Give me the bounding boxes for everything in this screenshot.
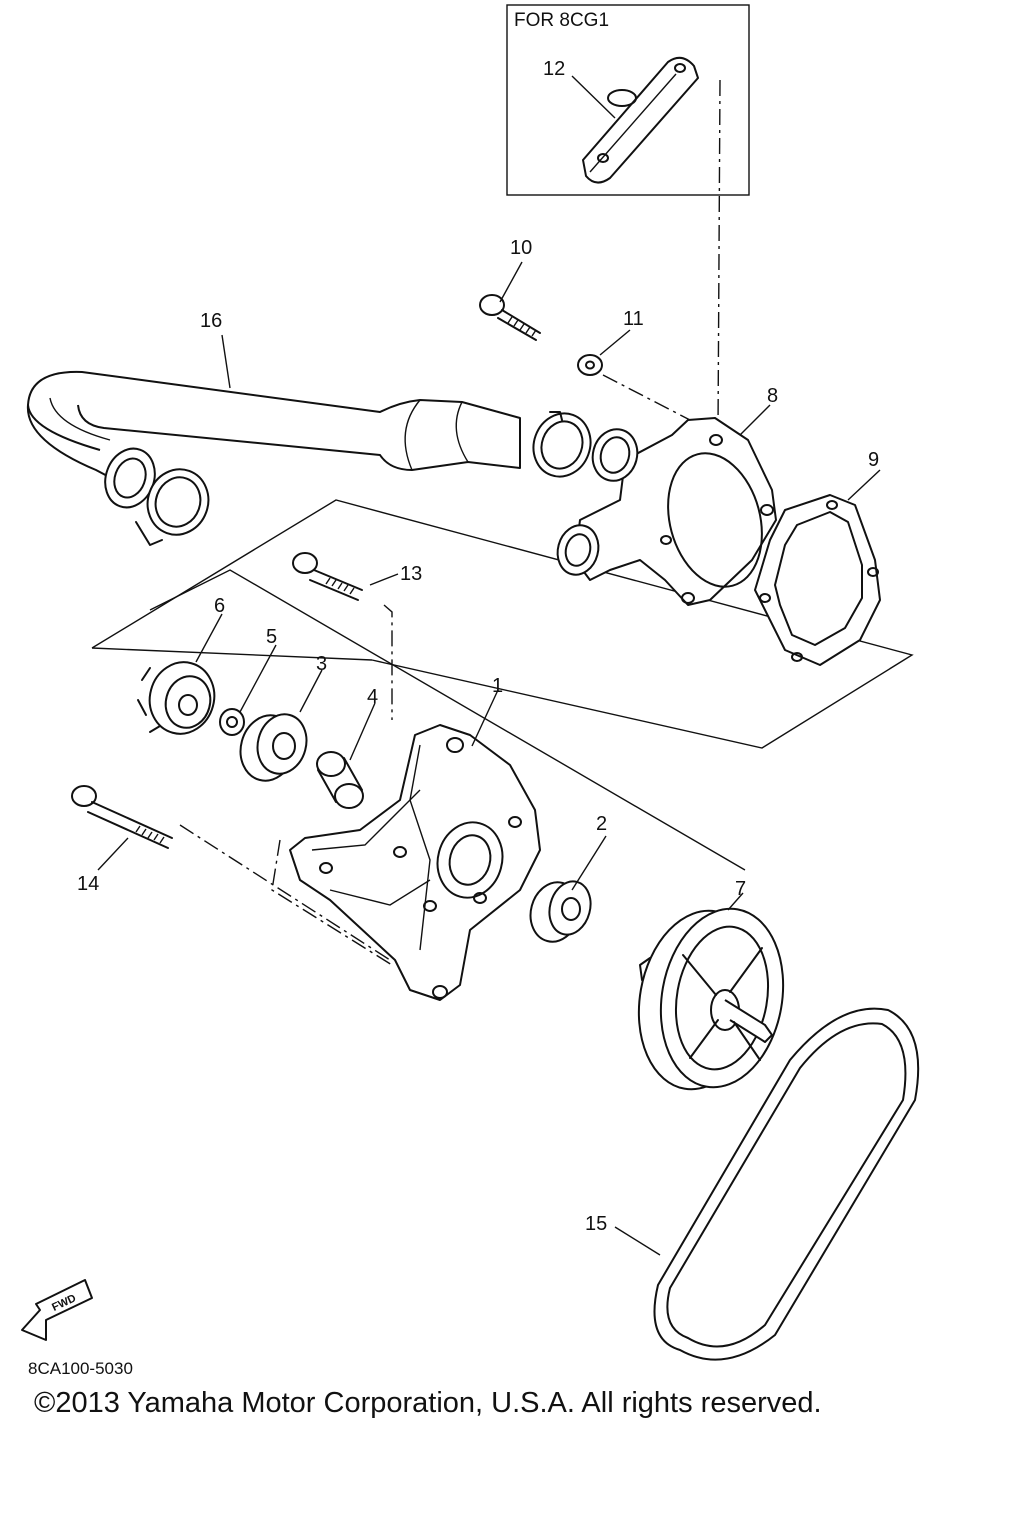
- part-10-bolt: [479, 294, 541, 341]
- callout-13: 13: [400, 563, 422, 585]
- diagram-code: 8CA100-5030: [28, 1359, 133, 1378]
- part-4-collar: [316, 751, 364, 809]
- callout-6: 6: [214, 595, 225, 617]
- part-12-plate: [582, 56, 699, 184]
- callout-12: 12: [543, 58, 565, 80]
- callout-7: 7: [735, 878, 746, 900]
- part-9-gasket: [754, 494, 881, 666]
- callout-2: 2: [596, 813, 607, 835]
- part-7-pulley: [637, 907, 785, 1091]
- callout-labels: 1 2 3 4 5 6 7 8 9 10 11 12 13 14 15 16: [77, 58, 879, 1235]
- part-11-washer: [577, 354, 603, 376]
- part-3-seal: [239, 713, 308, 782]
- part-1-pump-housing: [289, 724, 541, 1001]
- callout-1: 1: [492, 675, 503, 697]
- copyright-notice: ©2013 Yamaha Motor Corporation, U.S.A. A…: [34, 1387, 822, 1419]
- callout-5: 5: [266, 626, 277, 648]
- callout-3: 3: [316, 653, 327, 675]
- inset-box: FOR 8CG1: [506, 4, 750, 196]
- callout-15: 15: [585, 1213, 607, 1235]
- callout-8: 8: [767, 385, 778, 407]
- callout-14: 14: [77, 873, 99, 895]
- part-8-pump-cover: [556, 417, 777, 606]
- leader-lines: [97, 75, 881, 1256]
- part-14-bolt: [71, 785, 173, 849]
- callout-9: 9: [868, 449, 879, 471]
- part-16-hose: [26, 370, 592, 546]
- callout-16: 16: [200, 310, 222, 332]
- callout-4: 4: [367, 686, 378, 708]
- part-5-washer: [219, 708, 245, 736]
- part-13-bolt: [292, 552, 363, 601]
- part-2-bearing: [529, 880, 592, 943]
- alignment-lines: [179, 79, 721, 966]
- part-15-v-belt: [653, 1007, 920, 1361]
- callout-11: 11: [623, 308, 644, 330]
- inset-box-label: FOR 8CG1: [514, 10, 609, 31]
- callout-10: 10: [510, 237, 532, 259]
- fwd-arrow-icon: FWD: [21, 1279, 93, 1341]
- assembly-frames: [91, 499, 914, 871]
- part-6-impeller: [137, 661, 216, 735]
